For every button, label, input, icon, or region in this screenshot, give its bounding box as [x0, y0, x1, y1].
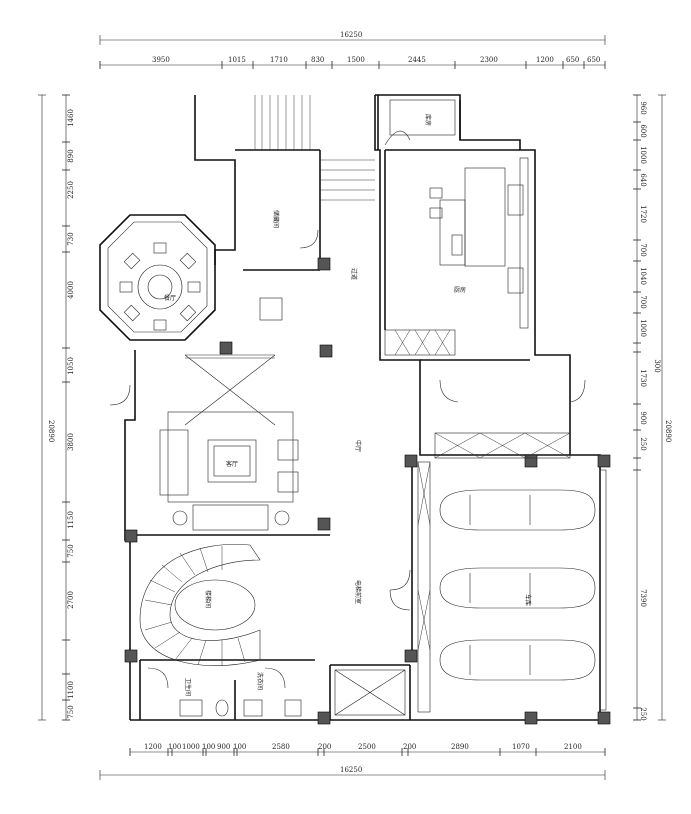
walls [124, 94, 601, 721]
left-dimensions: 20890 1460 890 2250 730 4000 1050 3800 1… [38, 94, 75, 721]
left-dim-10: 2700 [67, 591, 75, 609]
elevator [334, 669, 406, 716]
right-dim-10: 300 [653, 359, 661, 372]
stair-hall-label: 楼梯间 [204, 590, 212, 608]
left-dim-3: 2250 [67, 181, 75, 199]
left-dim-8: 1150 [67, 511, 75, 529]
right-dim-5: 1720 [639, 205, 647, 223]
top-total-dim: 16250 [340, 31, 362, 39]
bottom-dim-4: 100 [202, 743, 215, 751]
pantry-label: 库房 [424, 114, 432, 126]
top-dim-5: 1500 [347, 56, 365, 64]
right-dim-3: 1000 [639, 146, 647, 164]
storage-label: 储藏间 [272, 210, 280, 228]
bathroom-label: 卫生间 [184, 678, 192, 696]
left-dim-4: 730 [67, 232, 75, 245]
left-dim-6: 1050 [67, 357, 75, 375]
bottom-dim-13: 2100 [564, 743, 582, 751]
right-dim-8: 700 [639, 295, 647, 308]
left-dim-11: 1100 [67, 681, 75, 699]
top-dim-8: 1200 [536, 56, 554, 64]
living-label: 客厅 [226, 460, 238, 468]
car-3 [439, 639, 596, 681]
kitchen-label: 厨房 [454, 286, 466, 294]
garage-label: 车库 [524, 594, 532, 606]
right-dim-2: 600 [639, 124, 647, 137]
right-dim-4: 640 [639, 173, 647, 186]
lobby-label: 中厅 [354, 440, 362, 452]
garage-area: 车库 [417, 461, 607, 713]
left-dim-5: 4000 [67, 281, 75, 299]
dining-label: 餐厅 [164, 294, 176, 302]
top-dim-1: 3950 [152, 56, 170, 64]
right-dim-13: 250 [639, 437, 647, 450]
right-dim-1: 960 [639, 101, 647, 114]
top-dimensions: 16250 3950 1015 1710 830 1500 2445 2300 … [99, 31, 606, 69]
top-dim-2: 1015 [228, 56, 246, 64]
car-1 [439, 489, 596, 531]
living-area: 客厅 [159, 354, 299, 531]
bottom-dim-6: 100 [233, 743, 246, 751]
bottom-dim-2: 100 [168, 743, 181, 751]
car-2 [439, 567, 596, 609]
bottom-total-dim: 16250 [340, 766, 362, 774]
bottom-dim-8: 200 [318, 743, 331, 751]
columns [124, 257, 611, 725]
right-total-dim: 20890 [664, 420, 672, 442]
bottom-dim-1: 1200 [144, 743, 162, 751]
garage-upper [434, 379, 586, 459]
bottom-dim-11: 2890 [451, 743, 469, 751]
doors [109, 130, 411, 611]
left-total-dim: 20890 [47, 420, 55, 442]
bottom-dim-7: 2580 [272, 743, 290, 751]
top-dim-7: 2300 [480, 56, 498, 64]
bottom-dim-12: 1070 [512, 743, 530, 751]
bottom-dim-3: 1000 [182, 743, 200, 751]
right-dim-14: 7390 [639, 589, 647, 607]
top-dim-4: 830 [311, 56, 324, 64]
laundry-label: 洗衣间 [256, 672, 264, 690]
bottom-dim-9: 2500 [358, 743, 376, 751]
right-dim-12: 900 [639, 411, 647, 424]
right-dim-15: 250 [639, 707, 647, 720]
bottom-dim-10: 200 [403, 743, 416, 751]
top-dim-9: 650 [566, 56, 579, 64]
left-dim-12: 750 [67, 705, 75, 718]
right-dim-11: 1730 [639, 369, 647, 387]
bottom-dimensions: 1200 100 1000 100 900 100 2580 200 2500 … [99, 743, 606, 780]
top-dim-6: 2445 [408, 56, 426, 64]
corridor-label: 过道 [350, 268, 358, 280]
left-dim-2: 890 [67, 149, 75, 162]
right-dim-7: 1040 [639, 267, 647, 285]
right-dim-6: 700 [639, 243, 647, 256]
service-rooms: 卫生间 洗衣间 [147, 667, 302, 717]
bottom-dim-5: 900 [217, 743, 230, 751]
dining-area: 餐厅 [99, 214, 216, 341]
left-dim-1: 1460 [67, 109, 75, 127]
right-dimensions: 960 600 1000 640 1720 700 1040 700 1000 … [633, 94, 672, 721]
left-dim-9: 750 [67, 544, 75, 557]
stair-hall: 楼梯间 [139, 544, 261, 666]
elevator-hall-label: 电梯前室 [354, 580, 362, 604]
left-dim-7: 3800 [67, 433, 75, 451]
top-dim-10: 650 [587, 56, 600, 64]
kitchen-area: 厨房 库房 储藏间 [272, 99, 529, 356]
lobby-area: 中厅 电梯前室 过道 [259, 268, 362, 604]
top-dim-3: 1710 [270, 56, 288, 64]
right-dim-9: 1000 [639, 319, 647, 337]
